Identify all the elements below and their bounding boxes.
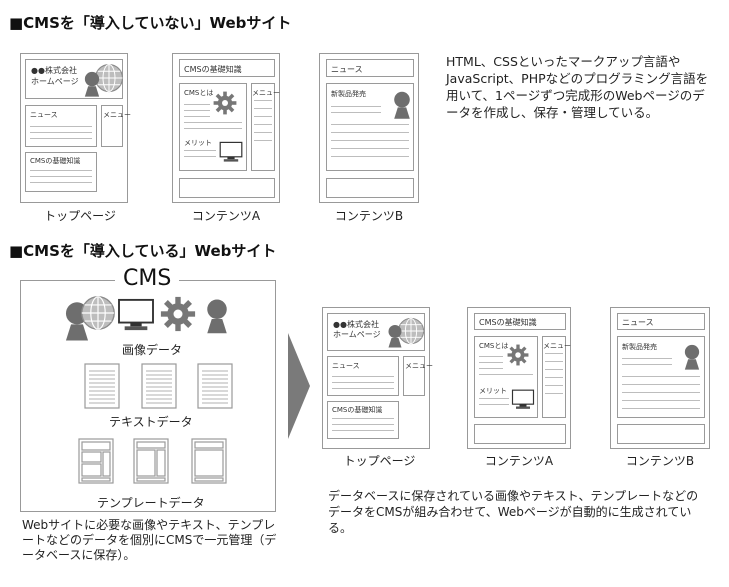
monitor-icon xyxy=(117,298,155,332)
template-icon xyxy=(191,438,227,484)
person-icon xyxy=(681,344,703,370)
news-label: ニュース xyxy=(30,111,58,119)
person-icon xyxy=(202,298,232,334)
caption-top-page: トップページ xyxy=(44,209,116,223)
document-icon xyxy=(84,363,120,409)
document-icon xyxy=(197,363,233,409)
caption-content-a-generated: コンテンツA xyxy=(484,454,554,468)
mockup-content-a-generated: CMSの基礎知識 CMSとは メリット メニュー xyxy=(467,307,571,449)
cms-basics-box xyxy=(25,152,97,192)
title-box xyxy=(474,313,566,330)
monitor-icon xyxy=(511,389,535,410)
cms-label: CMS xyxy=(115,267,180,291)
what-is-label: CMSとは xyxy=(479,342,509,350)
merit-label: メリット xyxy=(479,387,507,395)
gear-icon xyxy=(507,344,529,366)
template-icon xyxy=(78,438,114,484)
news-title-box xyxy=(326,59,414,77)
new-product-label: 新製品発売 xyxy=(622,343,657,351)
template-icon xyxy=(133,438,169,484)
mockup-content-a: CMSの基礎知識 CMSとは メリット メニュー xyxy=(172,53,280,203)
caption-content-a: コンテンツA xyxy=(191,209,261,223)
menu-box xyxy=(251,83,275,171)
menu-label: メニュー xyxy=(543,342,571,350)
text-data-label: テキストデータ xyxy=(109,415,193,429)
menu-box xyxy=(101,105,123,147)
mockup-content-b-generated: ニュース 新製品発売 xyxy=(610,307,710,449)
what-is-label: CMSとは xyxy=(184,89,214,97)
company-name: ●●株式会社 xyxy=(333,320,379,329)
without-cms-description: HTML、CSSといったマークアップ言語やJavaScript、PHPなどのプロ… xyxy=(446,54,709,120)
with-cms-description: データベースに保存されている画像やテキスト、テンプレートなどのデータをCMSが組… xyxy=(328,489,699,535)
mockup-content-b: ニュース 新製品発売 xyxy=(319,53,419,203)
menu-label: メニュー xyxy=(405,362,433,370)
homepage-label: ホームページ xyxy=(31,77,79,86)
news-label: ニュース xyxy=(332,362,360,370)
title-box xyxy=(179,59,275,77)
section-heading-with-cms: ■CMSを「導入している」Webサイト xyxy=(9,242,277,260)
footer-box xyxy=(179,178,275,198)
news-title-box xyxy=(617,313,705,330)
caption-top-page-generated: トップページ xyxy=(343,454,416,468)
arrow-right-icon xyxy=(288,333,310,439)
person-icon xyxy=(385,324,405,348)
cms-basics-label: CMSの基礎知識 xyxy=(332,406,383,414)
gear-icon xyxy=(160,296,196,332)
menu-label: メニュー xyxy=(103,111,131,119)
footer-box xyxy=(617,424,705,444)
news-label: ニュース xyxy=(622,318,654,327)
globe-icon xyxy=(80,295,116,331)
cms-basics-box xyxy=(327,401,399,439)
image-data-label: 画像データ xyxy=(122,343,183,357)
menu-box xyxy=(403,356,425,396)
monitor-icon xyxy=(219,141,243,163)
cms-description: Webサイトに必要な画像やテキスト、テンプレートなどのデータを個別にCMSで一元… xyxy=(22,518,277,562)
new-product-label: 新製品発売 xyxy=(331,90,366,98)
footer-box xyxy=(474,424,566,444)
person-icon xyxy=(81,71,103,97)
menu-label: メニュー xyxy=(252,89,280,97)
title-label: CMSの基礎知識 xyxy=(479,318,537,327)
mockup-top-page: ●●株式会社 ホームページ ニュース メニュー CMSの基礎知識 xyxy=(20,53,131,203)
footer-box xyxy=(326,178,414,198)
cms-basics-label: CMSの基礎知識 xyxy=(30,157,81,165)
caption-content-b-generated: コンテンツB xyxy=(625,454,695,468)
news-label: ニュース xyxy=(331,65,363,74)
title-label: CMSの基礎知識 xyxy=(184,65,242,74)
merit-label: メリット xyxy=(184,139,212,147)
mockup-top-page-generated: ●●株式会社 ホームページ ニュース メニュー CMSの基礎知識 xyxy=(322,307,433,449)
template-data-label: テンプレートデータ xyxy=(97,496,205,510)
document-icon xyxy=(141,363,177,409)
gear-icon xyxy=(213,91,237,115)
homepage-label: ホームページ xyxy=(333,330,381,339)
company-name: ●●株式会社 xyxy=(31,66,77,75)
section-heading-without-cms: ■CMSを「導入していない」Webサイト xyxy=(9,14,292,32)
caption-content-b: コンテンツB xyxy=(334,209,404,223)
person-icon xyxy=(390,91,414,119)
